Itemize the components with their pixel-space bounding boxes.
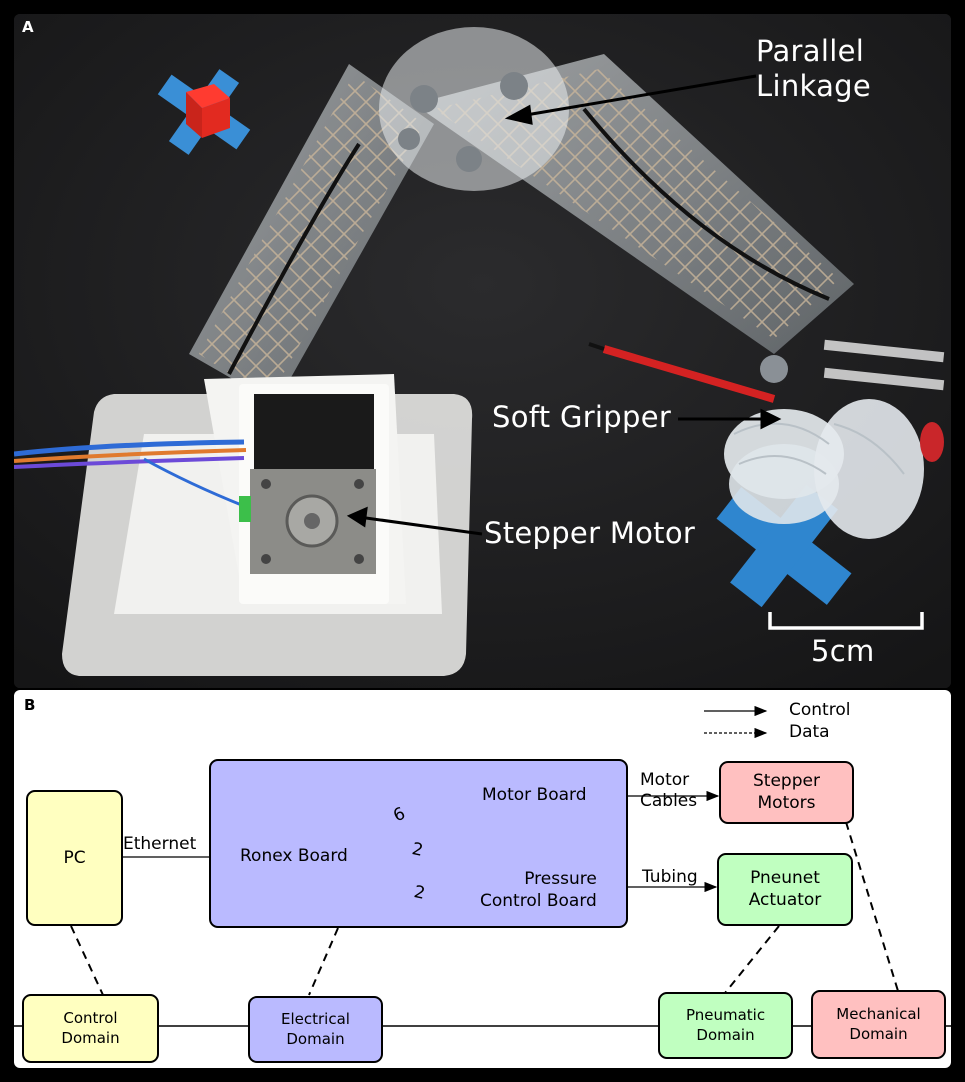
pc-label: PC <box>63 847 86 868</box>
motor-board-label: Motor Board <box>482 785 587 805</box>
stepper-motor-label: Stepper Motor <box>484 516 696 550</box>
parallel-linkage-label: Parallel Linkage <box>756 34 871 103</box>
legend-data-label: Data <box>789 722 830 742</box>
pneunet-actuator-node: Pneunet Actuator <box>717 853 853 926</box>
panel-a-letter: A <box>22 18 34 36</box>
ronex-board-label: Ronex Board <box>240 846 348 866</box>
tubing-label: Tubing <box>642 867 698 887</box>
stepper-motors-node: Stepper Motors <box>719 761 854 824</box>
panel-a-photo: A Parallel Linkage Soft Gripper Stepper … <box>14 14 951 688</box>
pressure-control-board-label: Pressure Control Board <box>480 869 597 912</box>
ethernet-label: Ethernet <box>123 834 197 854</box>
pc-node: PC <box>26 790 123 926</box>
control-domain-node: Control Domain <box>22 994 159 1063</box>
panel-b-diagram: B Control Data PC Ronex Board Motor Boar… <box>14 690 951 1068</box>
pneumatic-domain-node: Pneumatic Domain <box>658 992 793 1059</box>
mechanical-domain-node: Mechanical Domain <box>811 990 946 1059</box>
robot-arm-photo <box>14 14 951 688</box>
pneunet-actuator-label: Pneunet Actuator <box>748 868 822 910</box>
motor-cables-label: Motor Cables <box>640 770 698 812</box>
electrical-domain-node: Electrical Domain <box>248 996 383 1063</box>
legend-control-label: Control <box>789 700 851 720</box>
soft-gripper-label: Soft Gripper <box>492 400 672 434</box>
photo-arrows <box>346 74 782 536</box>
scale-label: 5cm <box>811 634 875 668</box>
panel-b-letter: B <box>24 696 36 714</box>
domain-links <box>70 821 899 996</box>
stepper-motors-label: Stepper Motors <box>753 771 820 813</box>
mechanical-domain-label: Mechanical Domain <box>836 1005 921 1043</box>
scale-bar <box>768 612 924 630</box>
pneumatic-domain-label: Pneumatic Domain <box>685 1006 766 1044</box>
control-domain-label: Control Domain <box>61 1009 120 1047</box>
electrical-domain-label: Electrical Domain <box>281 1010 350 1048</box>
electrical-board-container <box>209 759 628 928</box>
